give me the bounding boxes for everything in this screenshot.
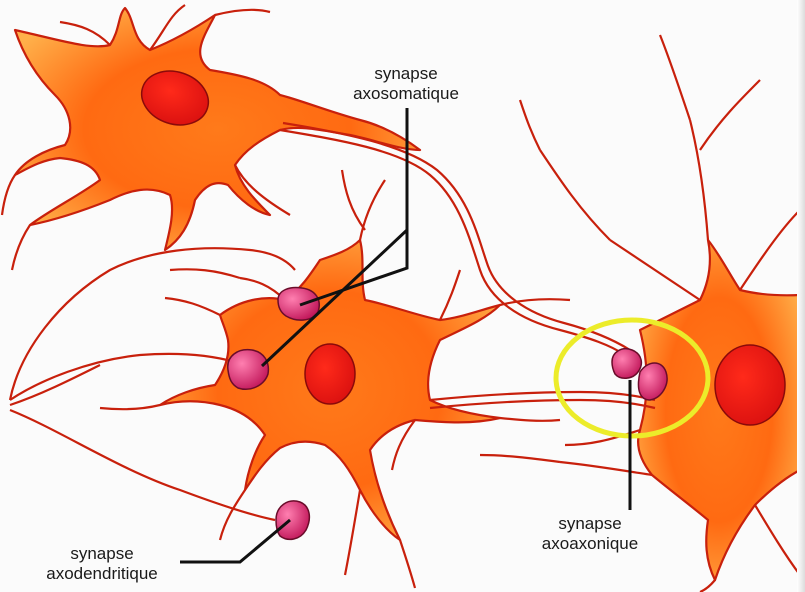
label-synapse-axodendritique: synapse axodendritique — [22, 544, 182, 584]
label-axoaxonic-line1: synapse — [525, 514, 655, 534]
synapse-terminal-axosomatic-upper — [278, 288, 319, 321]
neuron-center-nucleus — [305, 344, 355, 404]
label-axoaxonic-line2: axoaxonique — [525, 534, 655, 554]
label-axodendritic-line2: axodendritique — [22, 564, 182, 584]
leader-line-axodendritic — [180, 520, 290, 562]
neuron-right — [480, 35, 800, 592]
label-axodendritic-line1: synapse — [22, 544, 182, 564]
synapse-terminal-axoaxonic-a — [612, 349, 641, 379]
label-axosomatic-line2: axosomatique — [326, 84, 486, 104]
frame-edge — [797, 0, 805, 592]
label-axosomatic-line1: synapse — [326, 64, 486, 84]
neuron-top-left-soma — [15, 8, 420, 250]
label-synapse-axosomatique: synapse axosomatique — [326, 64, 486, 104]
synapse-terminal-axodendritic — [276, 501, 309, 539]
label-synapse-axoaxonique: synapse axoaxonique — [525, 514, 655, 554]
synapse-terminal-axosomatic-lower — [228, 350, 269, 390]
axon-right — [430, 392, 655, 408]
neuron-right-nucleus — [715, 345, 785, 425]
